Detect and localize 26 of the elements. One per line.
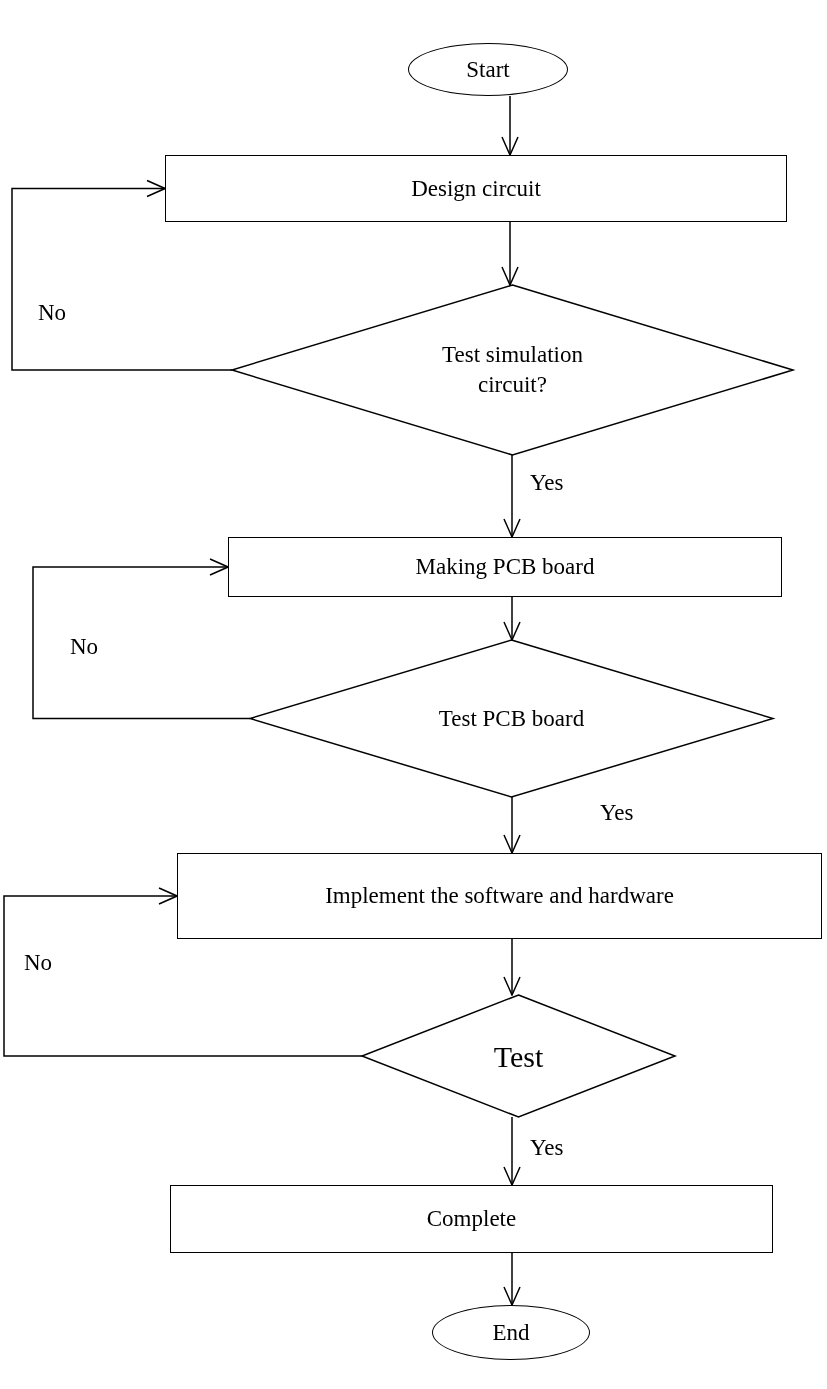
- process-box: [228, 537, 782, 597]
- node-text: Test: [493, 1038, 544, 1075]
- node-text: Implement the software and hardware: [325, 882, 674, 911]
- node-text: Design circuit: [411, 174, 541, 203]
- arrow: [11, 179, 233, 371]
- arrow: [503, 1116, 521, 1186]
- arrow: [503, 454, 521, 538]
- process-box: [177, 853, 822, 939]
- decision-diamond: [232, 285, 793, 455]
- node-text: Test PCB board: [438, 704, 585, 733]
- arrow: [503, 1252, 521, 1306]
- process-box: [165, 155, 787, 222]
- node-text: Complete: [426, 1205, 517, 1234]
- arrow: [503, 596, 521, 641]
- node-text: Start: [466, 55, 510, 84]
- decision-diamond: [362, 995, 675, 1117]
- node-text: Making PCB board: [415, 553, 595, 582]
- arrow: [501, 221, 519, 286]
- arrow: [503, 796, 521, 854]
- node-text: Test simulation circuit?: [441, 341, 584, 399]
- arrow: [501, 95, 519, 156]
- process-box: [170, 1185, 773, 1253]
- arrow: [3, 887, 363, 1057]
- arrow: [503, 938, 521, 996]
- node-text: End: [492, 1318, 530, 1347]
- decision-diamond: [250, 640, 773, 797]
